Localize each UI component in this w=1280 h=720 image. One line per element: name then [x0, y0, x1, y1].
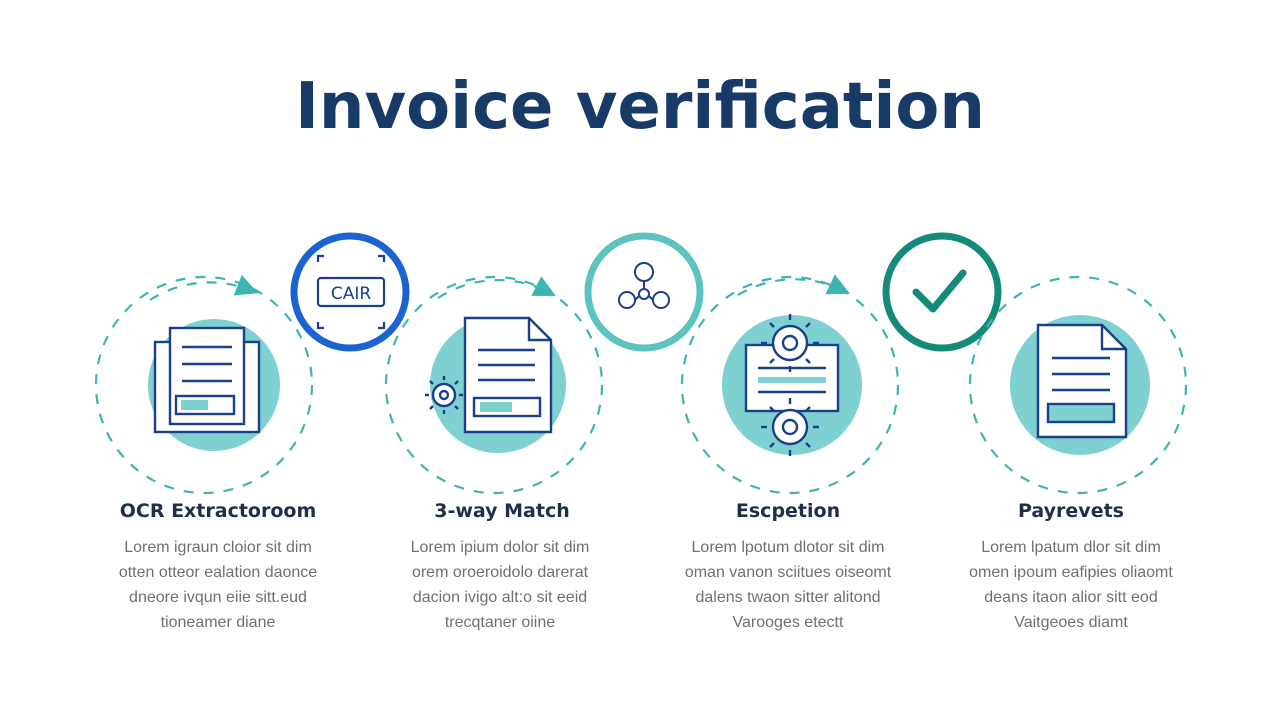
- step-4-node: [968, 275, 1188, 495]
- connector-ocr: CAIR: [290, 232, 410, 352]
- step-2-title: 3-way Match: [434, 500, 570, 522]
- ocr-scan-icon: [316, 254, 386, 330]
- ocr-label: CAIR: [331, 284, 372, 304]
- invoice-document-icon: [153, 326, 261, 434]
- gears-document-icon: [744, 314, 840, 456]
- document-gear-icon: [425, 316, 553, 434]
- payment-document-icon: [1036, 323, 1128, 439]
- dashed-ring: [94, 275, 314, 495]
- step-3-title: Escpetion: [735, 500, 841, 522]
- step-3-node: [680, 274, 900, 495]
- checkmark-icon: [912, 269, 967, 313]
- connector-network: [584, 232, 704, 352]
- step-4-title: Payrevets: [1018, 500, 1124, 522]
- dashed-ring: [968, 275, 1188, 495]
- connector-check: [882, 232, 1002, 352]
- step-1-title: OCR Extractoroom: [119, 500, 317, 522]
- step-1-node: [94, 274, 314, 495]
- network-nodes-icon: [618, 262, 670, 309]
- dashed-ring: [384, 275, 604, 495]
- page-title: Invoice verification: [295, 70, 985, 144]
- dashed-ring: [680, 275, 900, 495]
- step-2-node: [384, 275, 604, 495]
